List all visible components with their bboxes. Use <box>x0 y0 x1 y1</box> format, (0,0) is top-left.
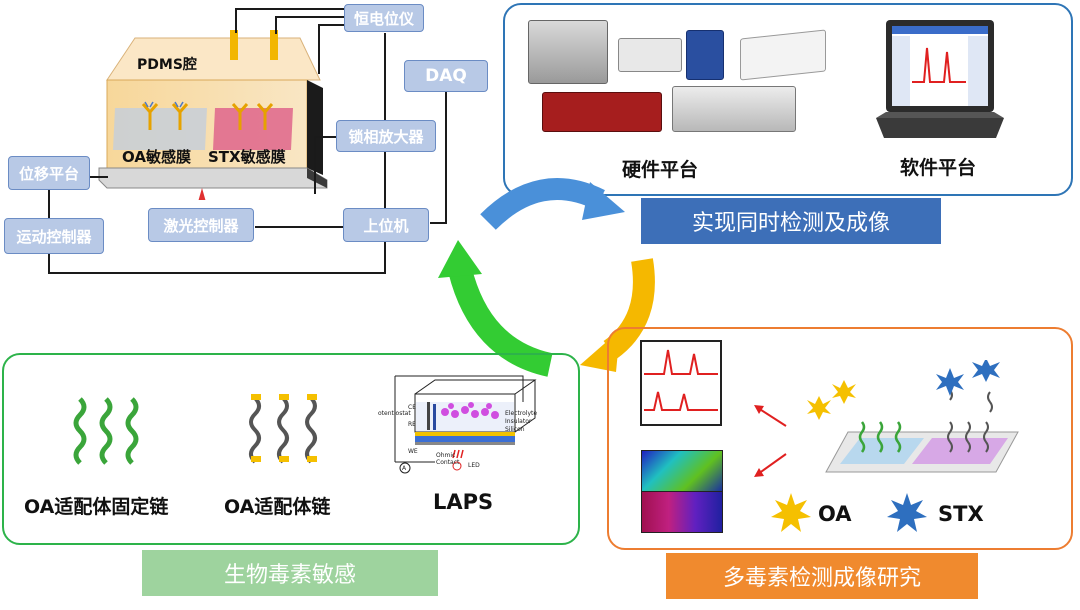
laps-ohmic-text: Ohmic <box>436 452 456 459</box>
laps-silicon-text: Silicon <box>505 426 525 433</box>
multi-toxin-imaging-banner: 多毒素检测成像研究 <box>666 553 978 599</box>
wire <box>48 254 50 274</box>
sensor-chip-icon <box>807 360 1019 473</box>
software-label: 软件平台 <box>900 157 977 179</box>
multi-toxin-panel <box>607 327 1073 550</box>
wire <box>314 136 338 138</box>
oa-star-icon <box>771 493 811 532</box>
green-arrow <box>448 266 553 377</box>
cycle-arrows <box>438 178 655 377</box>
stx-film-label: STX敏感膜 <box>208 148 286 166</box>
laps-contact-text: Contact <box>436 459 460 466</box>
laps-label: LAPS <box>433 490 494 514</box>
signal-generator-icon <box>618 38 682 72</box>
lockin-instrument-icon <box>542 92 662 132</box>
wire <box>384 33 386 273</box>
stx-legend-label: STX <box>938 502 984 526</box>
wire <box>275 16 347 18</box>
stage-box: 位移平台 <box>8 156 90 190</box>
laps-we-text: WE <box>408 448 418 455</box>
laptop-icon <box>876 20 1004 138</box>
laps-schematic <box>394 375 537 474</box>
stx-star-icon <box>887 493 927 532</box>
host-computer-box: 上位机 <box>343 208 429 242</box>
wire <box>445 92 447 224</box>
wire <box>318 24 320 74</box>
amplifier-instrument-icon <box>672 86 796 132</box>
laser-controller-box: 激光控制器 <box>148 208 254 242</box>
biotoxin-sensing-banner: 生物毒素敏感 <box>142 550 438 596</box>
wire <box>275 16 277 34</box>
simultaneous-detection-banner: 实现同时检测及成像 <box>641 198 941 244</box>
wire <box>88 176 108 178</box>
oa-legend-label: OA <box>818 502 852 526</box>
platform-panel <box>503 3 1073 196</box>
pdms-chamber <box>98 30 328 200</box>
laps-ce-text: CE <box>408 404 416 411</box>
hardware-label: 硬件平台 <box>622 159 699 181</box>
laps-potentiostat-text: otentiostat <box>378 410 411 417</box>
red-arrows <box>754 405 787 477</box>
wire <box>48 190 50 218</box>
laps-re-text: RE <box>408 421 416 428</box>
motion-controller-box: 运动控制器 <box>4 218 104 254</box>
fixed-aptamer-chain-icon <box>73 397 139 465</box>
oa-image-map <box>641 450 723 492</box>
stx-image-map <box>641 491 723 533</box>
wire <box>255 226 343 228</box>
signal-plot-icon <box>640 340 722 426</box>
laps-led-text: LED <box>468 462 480 469</box>
biotoxin-panel <box>2 353 580 545</box>
wire <box>235 8 347 10</box>
daq-box: DAQ <box>404 60 488 92</box>
aptamer-chain-label: OA适配体链 <box>224 496 331 518</box>
instrument-chassis-icon <box>528 20 608 84</box>
laps-ammeter-text: A <box>402 465 407 472</box>
blue-arrow <box>480 178 605 230</box>
oa-film-label: OA敏感膜 <box>122 148 191 166</box>
wire <box>48 272 386 274</box>
fixed-aptamer-chain-label: OA适配体固定链 <box>24 496 169 518</box>
laps-insulator-text: Insulator <box>505 418 532 425</box>
wire <box>430 222 447 224</box>
aptamer-chain-icon <box>249 394 317 464</box>
wire <box>235 8 237 33</box>
potentiostat-box: 恒电位仪 <box>344 4 424 32</box>
wire <box>318 24 348 26</box>
pdms-chamber-label: PDMS腔 <box>137 57 197 73</box>
laps-electrolyte-text: Electrolyte <box>505 410 538 417</box>
lockin-amplifier-box: 锁相放大器 <box>336 120 436 152</box>
laser-module-icon <box>686 30 724 80</box>
wire <box>314 136 316 194</box>
